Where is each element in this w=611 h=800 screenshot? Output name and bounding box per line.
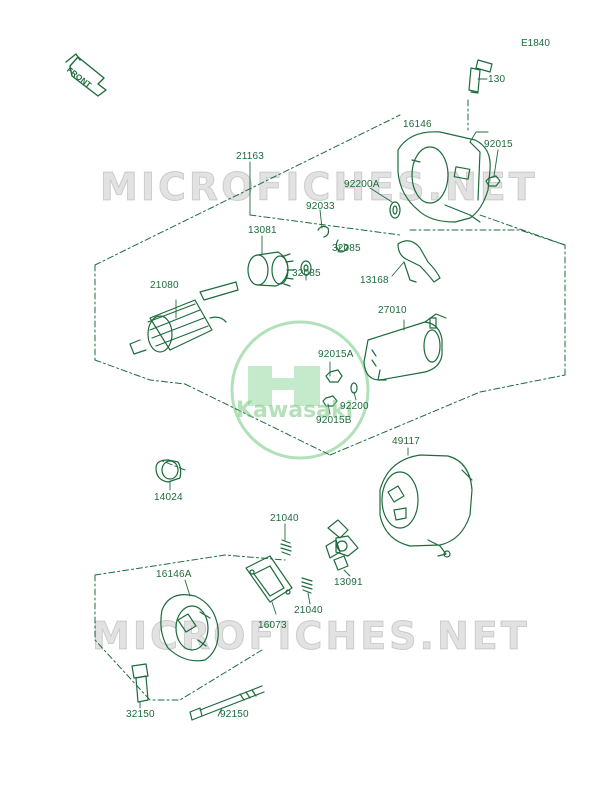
solenoid-27010 <box>363 313 447 381</box>
bolt-32150 <box>131 663 149 703</box>
spring-21040-lower <box>301 577 313 594</box>
brush-plate-16073 <box>245 555 293 603</box>
part-label-130: 130 <box>488 74 506 85</box>
watermark-top: MICROFICHES.NET <box>100 165 538 210</box>
washer-92200a <box>389 201 401 219</box>
long-bolt-92150 <box>189 685 265 721</box>
watermark-bottom: MICROFICHES.NET <box>92 614 530 659</box>
part-label-21163: 21163 <box>236 151 265 162</box>
part-label-32085-lower: 32085 <box>292 268 321 279</box>
part-label-92200a: 92200A <box>344 179 380 190</box>
front-arrow-icon <box>65 53 107 97</box>
part-label-92015b: 92015B <box>316 415 352 426</box>
part-label-92015: 92015 <box>484 139 513 150</box>
part-label-13091: 13091 <box>334 577 363 588</box>
clip-92033 <box>317 225 330 238</box>
part-label-92015a: 92015A <box>318 349 354 360</box>
yoke-49117 <box>379 454 473 558</box>
part-label-32150: 32150 <box>126 709 155 720</box>
pinion-gear-13081 <box>247 251 295 287</box>
nut-92015a <box>325 369 343 383</box>
part-label-92200: 92200 <box>340 401 369 412</box>
part-label-21040-lower: 21040 <box>294 605 323 616</box>
front-cover-16146 <box>397 131 491 223</box>
part-label-14024: 14024 <box>154 492 183 503</box>
brush-holder-13091 <box>325 519 359 571</box>
armature-21080 <box>129 281 239 355</box>
part-label-13168: 13168 <box>360 275 389 286</box>
spring-21040-upper <box>280 539 292 556</box>
kawasaki-logo <box>230 320 370 460</box>
part-label-49117: 49117 <box>392 436 421 447</box>
part-label-16146a: 16146A <box>156 569 192 580</box>
bolt-130 <box>468 59 493 94</box>
kawasaki-logo-text: Kawasaki <box>236 398 354 423</box>
diagram-id: E1840 <box>521 38 550 49</box>
part-label-92033: 92033 <box>306 201 335 212</box>
part-label-32085-upper: 32085 <box>332 243 361 254</box>
shift-lever-13168 <box>397 240 441 283</box>
washer-92200 <box>350 382 358 394</box>
part-label-92150: 92150 <box>220 709 249 720</box>
part-label-16073: 16073 <box>258 620 287 631</box>
nut-92015 <box>485 175 501 187</box>
part-label-13081: 13081 <box>248 225 277 236</box>
part-label-16146: 16146 <box>403 119 432 130</box>
nut-92015b <box>322 395 338 407</box>
part-label-21040-upper: 21040 <box>270 513 299 524</box>
washer-32085-upper <box>335 239 349 253</box>
cap-14024 <box>155 459 182 483</box>
kawasaki-logo-mark <box>248 366 320 406</box>
part-label-21080: 21080 <box>150 280 179 291</box>
rear-cover-16146a <box>160 594 219 662</box>
part-label-27010: 27010 <box>378 305 407 316</box>
